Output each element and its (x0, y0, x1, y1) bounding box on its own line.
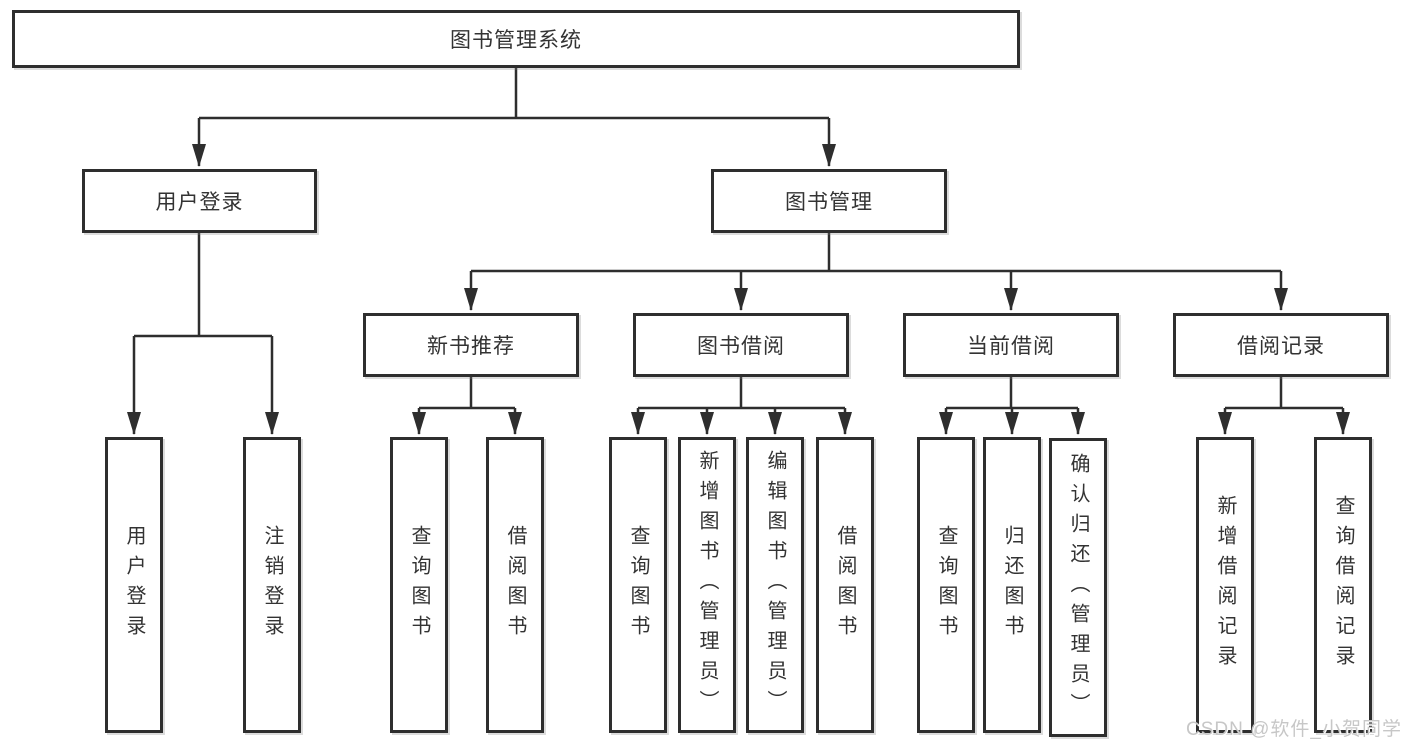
node-new-book-recommend: 新书推荐 (363, 313, 579, 377)
leaf-user-login: 用户登录 (105, 437, 163, 733)
leaf-query-books-current: 查询图书 (917, 437, 975, 733)
leaf-confirm-return-admin: 确认归还（管理员） (1049, 438, 1107, 737)
leaf-edit-books-admin: 编辑图书（管理员） (746, 437, 804, 733)
leaf-borrow-books: 借阅图书 (816, 437, 874, 733)
leaf-borrow-books-recommend: 借阅图书 (486, 437, 544, 733)
leaf-return-books: 归还图书 (983, 437, 1041, 733)
node-book-management: 图书管理 (711, 169, 947, 233)
node-book-borrow: 图书借阅 (633, 313, 849, 377)
leaf-add-books-admin: 新增图书（管理员） (678, 437, 736, 733)
node-library-management-system: 图书管理系统 (12, 10, 1020, 68)
leaf-add-borrow-record: 新增借阅记录 (1196, 437, 1254, 733)
csdn-watermark: CSDN @软件_小贺同学 (1186, 719, 1402, 740)
leaf-query-borrow-record: 查询借阅记录 (1314, 437, 1372, 733)
leaf-logout: 注销登录 (243, 437, 301, 733)
leaf-query-books-borrow: 查询图书 (609, 437, 667, 733)
node-current-borrow: 当前借阅 (903, 313, 1119, 377)
node-user-login: 用户登录 (82, 169, 317, 233)
node-borrow-records: 借阅记录 (1173, 313, 1389, 377)
leaf-query-books-recommend: 查询图书 (390, 437, 448, 733)
